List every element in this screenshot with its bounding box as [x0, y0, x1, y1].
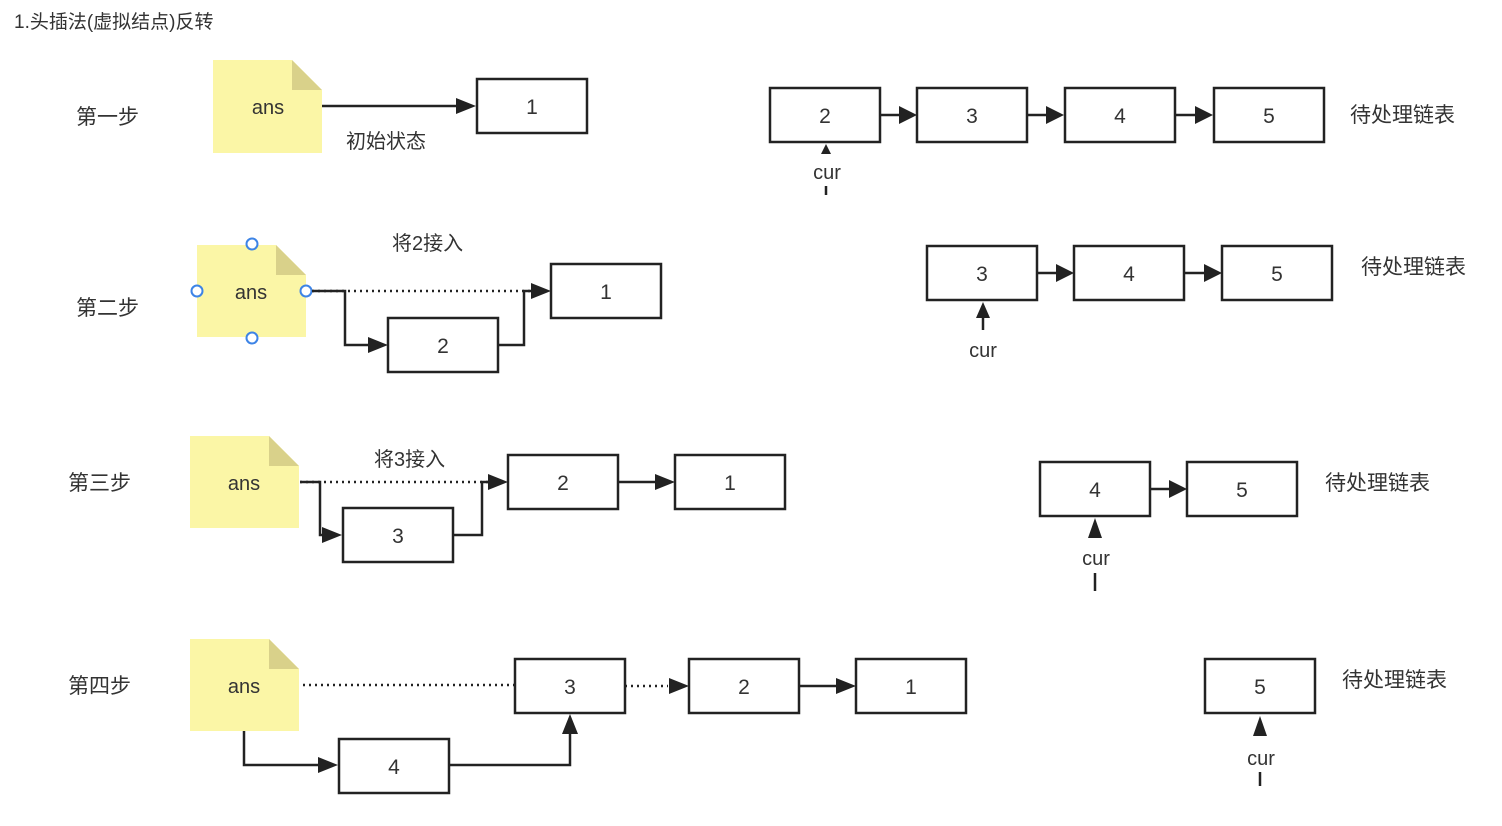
step-2: 第二步 ans 将2接入 2 1 3 [76, 232, 1466, 374]
node-value: 2 [557, 472, 569, 495]
inserted-node: 2 [386, 316, 500, 374]
node-value: 1 [905, 676, 917, 699]
arrow-up-icon [1253, 716, 1267, 736]
list-node: 2 [687, 657, 801, 715]
arrow-up-icon [976, 302, 990, 318]
pending-node: 5 [1212, 86, 1326, 144]
list-node: 1 [475, 77, 589, 135]
ans-label: ans [252, 97, 284, 119]
node-value: 2 [738, 676, 750, 699]
pending-node: 2 [768, 86, 882, 144]
step-2-annotation: 将2接入 [392, 232, 463, 255]
node-value: 1 [600, 281, 612, 304]
step-3-annotation: 将3接入 [374, 448, 445, 471]
step-4-label: 第四步 [68, 675, 131, 698]
pending-list-label: 待处理链表 [1325, 472, 1430, 495]
ans-label: ans [228, 473, 260, 495]
pending-node: 5 [1203, 657, 1317, 715]
cur-pointer: cur [813, 144, 841, 195]
resize-handle-top[interactable] [245, 237, 259, 251]
step-1-label: 第一步 [76, 106, 139, 129]
node-value: 3 [392, 525, 404, 548]
ans-note: ans [190, 639, 299, 731]
node-value: 1 [724, 472, 736, 495]
pending-node: 5 [1220, 244, 1334, 302]
inserted-node: 4 [337, 737, 451, 795]
step-3: 第三步 ans 将3接入 3 2 1 4 [68, 436, 1430, 591]
list-node: 1 [549, 262, 663, 320]
list-node: 2 [506, 453, 620, 511]
pending-node: 4 [1038, 460, 1152, 518]
node-value: 5 [1236, 479, 1248, 502]
cur-label: cur [969, 340, 997, 362]
arrow-up-icon [821, 144, 831, 154]
node-value: 5 [1254, 676, 1266, 699]
pending-list-label: 待处理链表 [1361, 256, 1466, 279]
step-1: 第一步 ans 初始状态 1 2 3 4 [76, 60, 1455, 195]
pending-node: 4 [1063, 86, 1177, 144]
pending-list-label: 待处理链表 [1342, 669, 1447, 692]
step-3-label: 第三步 [68, 472, 131, 495]
list-node: 3 [513, 657, 627, 715]
ans-note: ans [213, 60, 322, 153]
cur-pointer: cur [1247, 716, 1275, 786]
node-value: 5 [1263, 105, 1275, 128]
pending-node: 3 [915, 86, 1029, 144]
node-value: 3 [966, 105, 978, 128]
arrow-head [456, 98, 476, 114]
node-value: 4 [1089, 479, 1101, 502]
pending-node: 4 [1072, 244, 1186, 302]
list-node: 1 [673, 453, 787, 511]
step-1-annotation: 初始状态 [346, 130, 426, 153]
ans-note[interactable]: ans [190, 237, 313, 345]
node-value: 4 [1123, 263, 1135, 286]
ans-label: ans [235, 282, 267, 304]
pending-list-label: 待处理链表 [1350, 104, 1455, 127]
pending-node: 5 [1185, 460, 1299, 518]
resize-handle-bottom[interactable] [245, 331, 259, 345]
ans-note: ans [190, 436, 299, 528]
node-value: 5 [1271, 263, 1283, 286]
cur-label: cur [1082, 548, 1110, 570]
inserted-node: 3 [341, 506, 455, 564]
cur-pointer: cur [1082, 518, 1110, 591]
step-2-label: 第二步 [76, 297, 139, 320]
node-value: 2 [437, 335, 449, 358]
node-value: 2 [819, 105, 831, 128]
node-value: 3 [564, 676, 576, 699]
node-value: 4 [388, 756, 400, 779]
diagram-title: 1.头插法(虚拟结点)反转 [14, 11, 214, 33]
node-value: 3 [976, 263, 988, 286]
resize-handle-left[interactable] [190, 284, 204, 298]
list-node: 1 [854, 657, 968, 715]
cur-label: cur [1247, 748, 1275, 770]
node-value: 1 [526, 96, 538, 119]
resize-handle-right[interactable] [299, 284, 313, 298]
ans-label: ans [228, 676, 260, 698]
node-value: 4 [1114, 105, 1126, 128]
step-4: 第四步 ans 4 3 2 1 [68, 639, 1447, 795]
cur-label: cur [813, 162, 841, 184]
arrow-up-icon [1088, 518, 1102, 538]
cur-pointer: cur [969, 302, 997, 362]
pending-node: 3 [925, 244, 1039, 302]
